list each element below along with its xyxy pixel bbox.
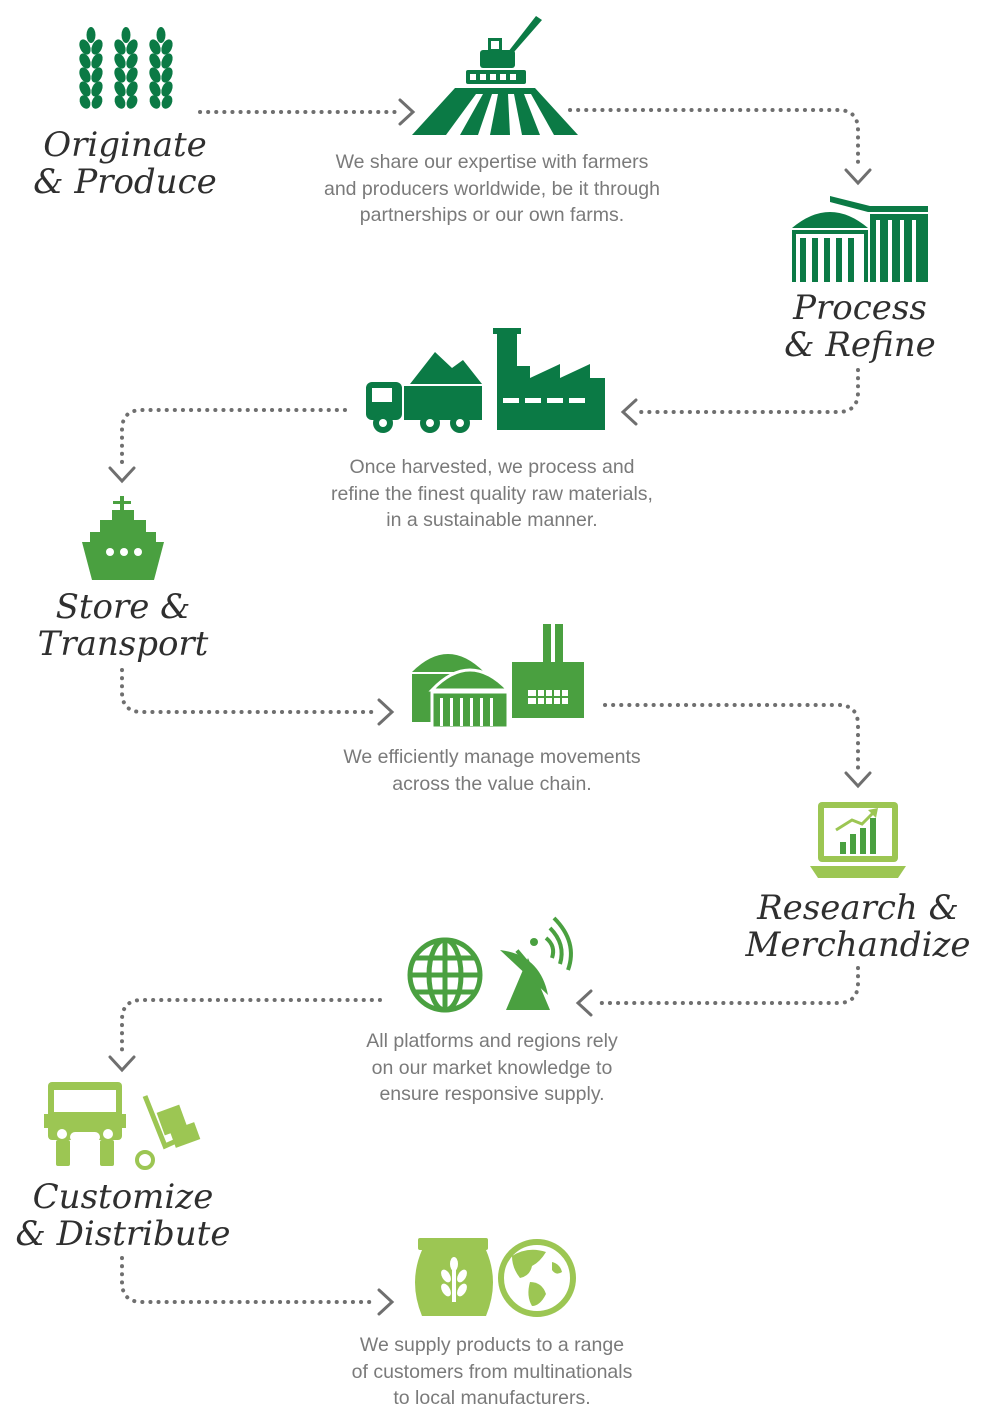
connector-2 — [568, 108, 872, 186]
globe-satellite-icon — [407, 916, 573, 1013]
sack-globe-icon — [415, 1238, 576, 1317]
description-store-transport: We efficiently manage movements across t… — [272, 744, 712, 797]
connector-1 — [198, 98, 416, 126]
description-line: on our market knowledge to — [371, 1056, 613, 1079]
description-line: All platforms and regions rely — [366, 1030, 618, 1052]
stage-title-line: & Produce — [33, 162, 217, 202]
silo-icon — [792, 196, 928, 282]
stage-title-line: Transport — [37, 624, 209, 664]
connector-8 — [108, 998, 382, 1073]
harvester-field-icon — [412, 16, 578, 135]
stage-title-line: & Refine — [784, 325, 936, 365]
connector-9 — [120, 1256, 395, 1316]
stage-title-line: Customize — [32, 1177, 214, 1217]
description-process-refine: Once harvested, we process and refine th… — [272, 454, 712, 534]
stage-title-line: Research & — [757, 888, 959, 928]
stage-title-line: Originate — [43, 125, 207, 165]
description-line: of customers from multinationals — [351, 1360, 633, 1383]
description-line: in a sustainable manner. — [386, 509, 598, 531]
ship-icon — [82, 496, 164, 580]
stage-title-store-transport: Store & Transport — [13, 589, 233, 663]
description-line: and producers worldwide, be it through — [323, 177, 661, 200]
truck-trolley-icon — [44, 1082, 201, 1170]
stage-title-line: & Distribute — [15, 1214, 231, 1254]
stage-title-process-refine: Process & Refine — [760, 290, 960, 364]
stage-title-research-merchandize: Research & Merchandize — [730, 890, 986, 964]
description-line: across the value chain. — [392, 772, 592, 795]
connector-4 — [108, 408, 347, 484]
description-originate-produce: We share our expertise with farmers and … — [272, 149, 712, 229]
silos-factory-icon — [412, 624, 584, 730]
wheat-icon — [79, 27, 173, 109]
description-line: We share our expertise with farmers — [335, 151, 649, 173]
description-line: ensure responsive supply. — [379, 1083, 605, 1105]
description-line: partnerships or our own farms. — [359, 204, 625, 226]
laptop-chart-icon — [810, 802, 906, 878]
description-line: to local manufacturers. — [393, 1387, 591, 1409]
description-line: refine the finest quality raw materials, — [331, 482, 653, 505]
connectors — [108, 98, 872, 1316]
stage-title-line: Merchandize — [745, 925, 971, 965]
description-line: We efficiently manage movements — [343, 746, 641, 768]
stage-title-customize-distribute: Customize & Distribute — [0, 1179, 246, 1253]
connector-7 — [575, 966, 860, 1017]
description-research-merchandize: All platforms and regions rely on our ma… — [272, 1028, 712, 1108]
description-line: We supply products to a range — [359, 1334, 625, 1356]
connector-3 — [620, 368, 860, 426]
description-customize-distribute: We supply products to a range of custome… — [272, 1332, 712, 1412]
description-line: Once harvested, we process and — [349, 456, 635, 478]
connector-6 — [603, 703, 872, 789]
stage-title-line: Process — [793, 288, 927, 328]
connector-5 — [120, 668, 395, 726]
truck-factory-icon — [366, 328, 605, 433]
stage-title-originate-produce: Originate & Produce — [15, 127, 235, 201]
stage-title-line: Store & — [55, 587, 191, 627]
